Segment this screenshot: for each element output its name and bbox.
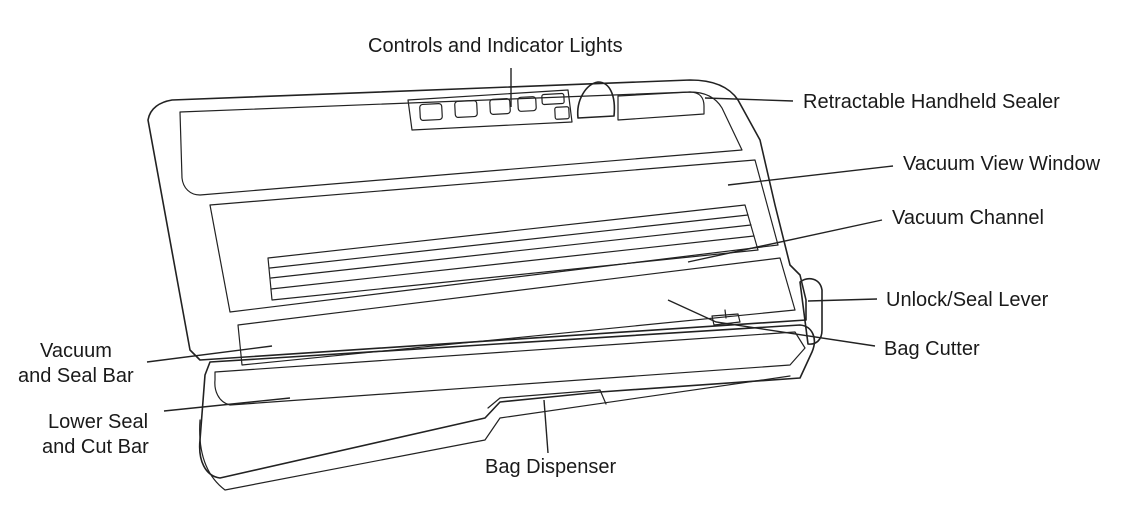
view-window-outline — [209, 159, 779, 313]
label-view-window: Vacuum View Window — [903, 153, 1101, 175]
leader-lines — [146, 68, 894, 454]
unlock-lever-shape — [799, 277, 823, 345]
label-bag-dispenser: Bag Dispenser — [485, 456, 617, 478]
leader-vacuum-seal-bar — [146, 345, 273, 363]
label-vacuum-seal-bar-line1: Vacuum — [40, 340, 112, 362]
callout-labels: Controls and Indicator Lights Retractabl… — [18, 35, 1101, 478]
label-lower-seal-line2: and Cut Bar — [42, 436, 149, 458]
vacuum-channel-stripes — [267, 204, 759, 301]
vacuum-seal-bar-outline — [237, 257, 796, 366]
label-unlock-lever: Unlock/Seal Lever — [886, 289, 1049, 311]
leader-vacuum-channel — [687, 219, 883, 263]
label-handheld-sealer: Retractable Handheld Sealer — [803, 91, 1060, 113]
lower-seal-bar-outline — [214, 331, 806, 406]
leader-unlock-lever — [807, 298, 878, 302]
label-lower-seal-line1: Lower Seal — [48, 411, 148, 433]
base-bottom-outline — [199, 375, 791, 491]
leader-view-window — [727, 165, 894, 186]
bag-cutter-shape — [711, 309, 741, 326]
leader-bag-dispenser — [543, 399, 549, 454]
bag-dispenser-slot — [487, 389, 607, 409]
label-bag-cutter: Bag Cutter — [884, 338, 980, 360]
leader-lower-seal — [163, 397, 291, 412]
leader-handheld-sealer — [704, 97, 794, 102]
top-panel-outline — [179, 91, 743, 196]
label-vacuum-seal-bar-line2: and Seal Bar — [18, 365, 134, 387]
base-outline — [198, 324, 816, 479]
label-controls: Controls and Indicator Lights — [368, 35, 623, 57]
handheld-sealer-shape — [576, 81, 705, 121]
leader-bag-cutter — [667, 299, 876, 347]
vacuum-sealer-illustration — [147, 79, 823, 491]
label-vacuum-channel: Vacuum Channel — [892, 207, 1044, 229]
lid-outline — [147, 79, 807, 361]
control-buttons — [407, 89, 573, 131]
